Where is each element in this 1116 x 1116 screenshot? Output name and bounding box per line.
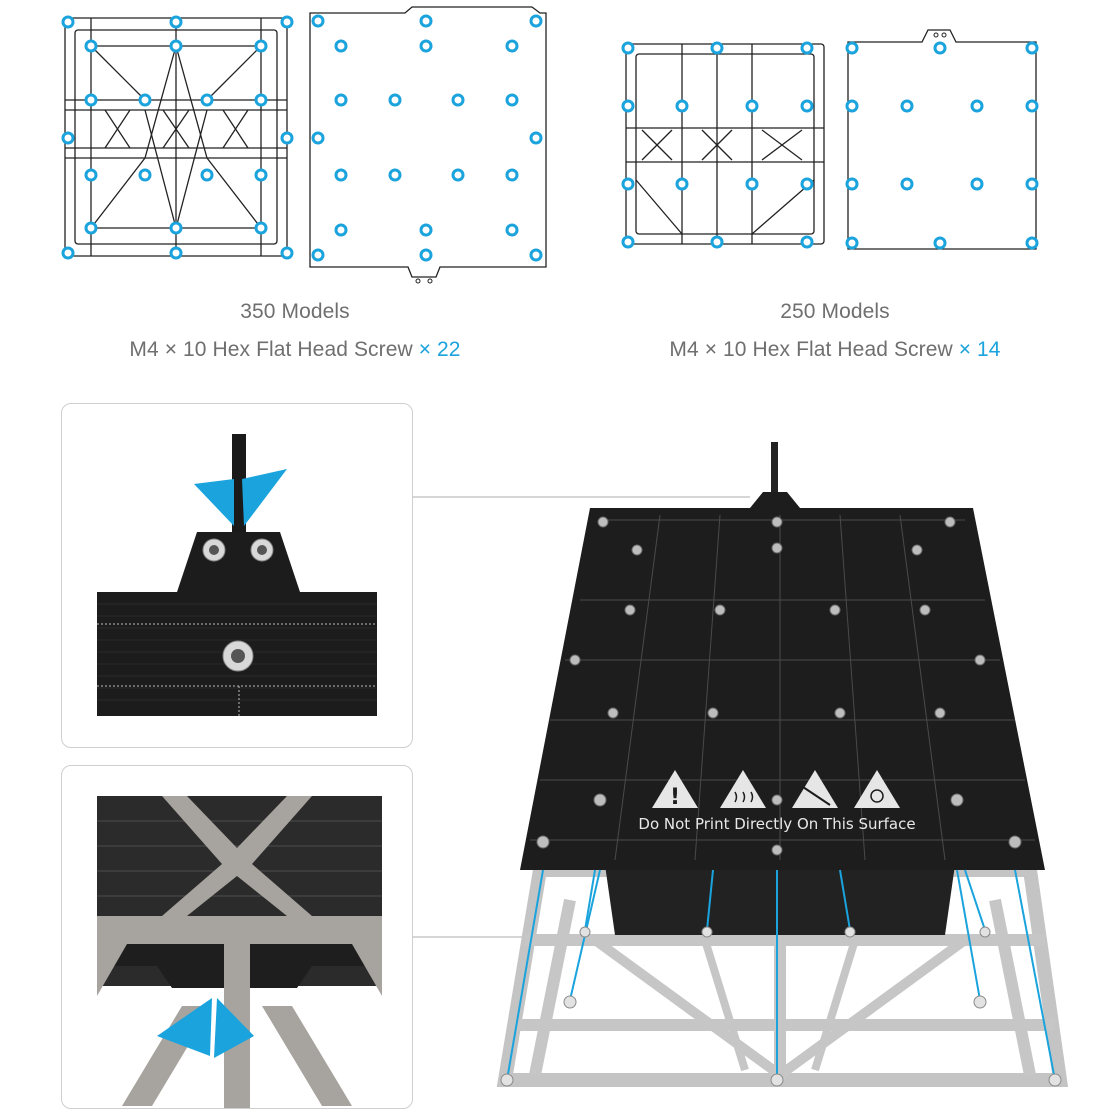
frame-350-drawing <box>61 15 294 260</box>
model-250-screw-text: M4 × 10 Hex Flat Head Screw <box>669 338 959 361</box>
model-250-screw-count: × 14 <box>958 338 1001 361</box>
hand-burn-icon <box>854 770 900 808</box>
svg-text:!: ! <box>670 785 680 810</box>
plate-250-drawing <box>845 29 1039 250</box>
assembly-illustration: ! Do Not Print Directly On This Surface <box>496 442 1069 1087</box>
model-350-title: 350 Models <box>240 300 350 323</box>
power-cable <box>771 442 778 497</box>
build-plate <box>520 492 1045 870</box>
hot-surface-icon <box>720 770 766 808</box>
plate-grid <box>530 514 1035 861</box>
detail-panel-cable-mount <box>61 403 413 748</box>
frame-250-drawing <box>621 41 825 249</box>
model-350-screw-count: × 22 <box>418 338 461 361</box>
plate-screw-holes <box>536 516 1022 856</box>
caution-icon: ! <box>652 770 698 810</box>
heatbed-underside <box>605 865 955 935</box>
model-250-screw-spec: M4 × 10 Hex Flat Head Screw × 14 <box>615 338 1055 362</box>
cable-mount-closeup <box>97 434 377 716</box>
no-touch-icon <box>792 770 838 808</box>
plate-350-drawing <box>309 6 547 284</box>
model-350-screw-text: M4 × 10 Hex Flat Head Screw <box>129 338 419 361</box>
plate-warning-text: Do Not Print Directly On This Surface <box>638 815 915 833</box>
model-250-title: 250 Models <box>780 300 890 323</box>
detail-panel-frame-joint <box>61 765 413 1109</box>
model-350-screw-spec: M4 × 10 Hex Flat Head Screw × 22 <box>75 338 515 362</box>
frame-screw-points <box>500 926 1062 1087</box>
frame-joint-closeup <box>97 796 382 1108</box>
warning-icons: ! <box>652 770 900 810</box>
